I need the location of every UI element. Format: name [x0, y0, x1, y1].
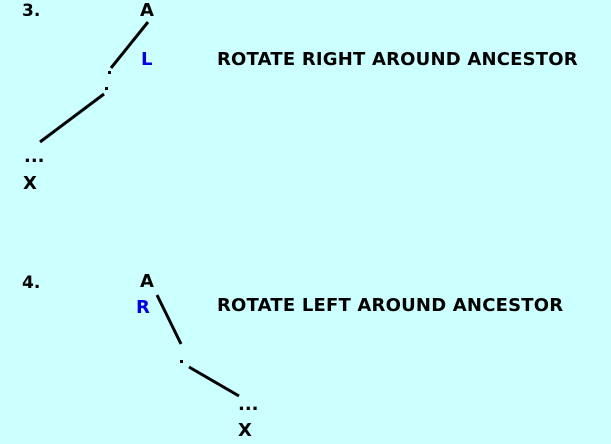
case4-edge-root-to-node [155, 294, 183, 345]
case4-operation: ROTATE LEFT AROUND ANCESTOR [217, 295, 564, 316]
case3-root-node: A [140, 0, 154, 21]
case4-number: 4. [22, 273, 41, 293]
case4-ellipsis: ... [238, 394, 259, 415]
case3-number: 3. [22, 1, 41, 21]
case3-edge-root-to-node [109, 21, 150, 69]
case4-leaf-node: X [238, 420, 252, 441]
case3-operation: ROTATE RIGHT AROUND ANCESTOR [217, 49, 578, 70]
case4-direction-label: R [136, 297, 150, 318]
case3-leaf-node: X [23, 173, 37, 194]
case4-root-node: A [140, 271, 154, 292]
case4-intermediate-node [180, 360, 183, 363]
case3-edge-node-to-leaf [39, 92, 105, 144]
case3-direction-label: L [141, 49, 153, 70]
case4-edge-node-to-leaf [188, 365, 240, 398]
case3-intermediate-node [108, 71, 111, 74]
case3-ellipsis: ... [24, 146, 45, 167]
case3-intermediate-node [105, 87, 108, 90]
